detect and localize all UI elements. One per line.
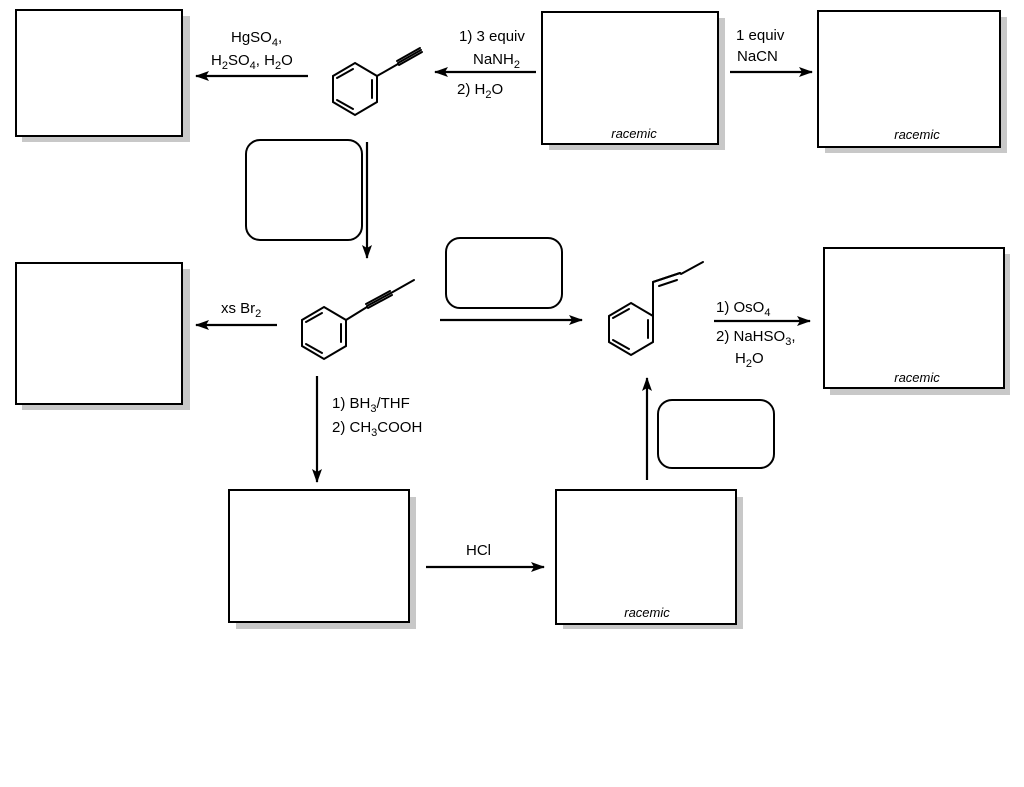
answer-box-hydration-product[interactable] [15, 9, 190, 142]
reagent-box-elimination[interactable] [657, 399, 775, 469]
racemic-note-hcl: racemic [624, 605, 670, 620]
reagent-h2so4-h2o: H2SO4, H2O [211, 52, 293, 72]
reagent-nahso3: 2) NaHSO3, [716, 328, 795, 348]
answer-box-starting-material[interactable]: racemic [541, 11, 725, 150]
reagent-xs-br2: xs Br2 [221, 300, 261, 320]
answer-box-tetrabromide-product[interactable] [15, 262, 190, 410]
racemic-note-diol: racemic [894, 370, 940, 385]
reagent-box-reduction[interactable] [445, 237, 563, 309]
answer-box-hydroboration-product[interactable] [228, 489, 416, 629]
reagent-nacn-equiv: 1 equiv [736, 27, 785, 44]
reagent-hcl: HCl [466, 542, 491, 559]
answer-box-nitrile-product[interactable]: racemic [817, 10, 1007, 153]
reagent-box-alkylation[interactable] [245, 139, 363, 241]
reagent-step1-equiv: 1) 3 equiv [459, 28, 525, 45]
reagent-hgso4: HgSO4, [231, 29, 282, 49]
racemic-note-start: racemic [611, 126, 657, 141]
reagent-water-workup: H2O [735, 350, 764, 370]
reagent-bh3-thf: 1) BH3/THF [332, 395, 410, 415]
phenylacetylene-structure [332, 47, 423, 117]
reagent-oso4: 1) OsO4 [716, 299, 770, 319]
reagent-ch3cooh: 2) CH3COOH [332, 419, 422, 439]
reagent-step2-water: 2) H2O [457, 81, 503, 101]
phenylpropyne-structure [301, 279, 415, 361]
reagent-nanh2: NaNH2 [473, 51, 520, 71]
racemic-note-nitrile: racemic [894, 127, 940, 142]
answer-box-hcl-product[interactable]: racemic [555, 489, 743, 629]
phenylpropene-structure [608, 261, 704, 357]
answer-box-diol-product[interactable]: racemic [823, 247, 1010, 395]
reagent-nacn: NaCN [737, 48, 778, 65]
